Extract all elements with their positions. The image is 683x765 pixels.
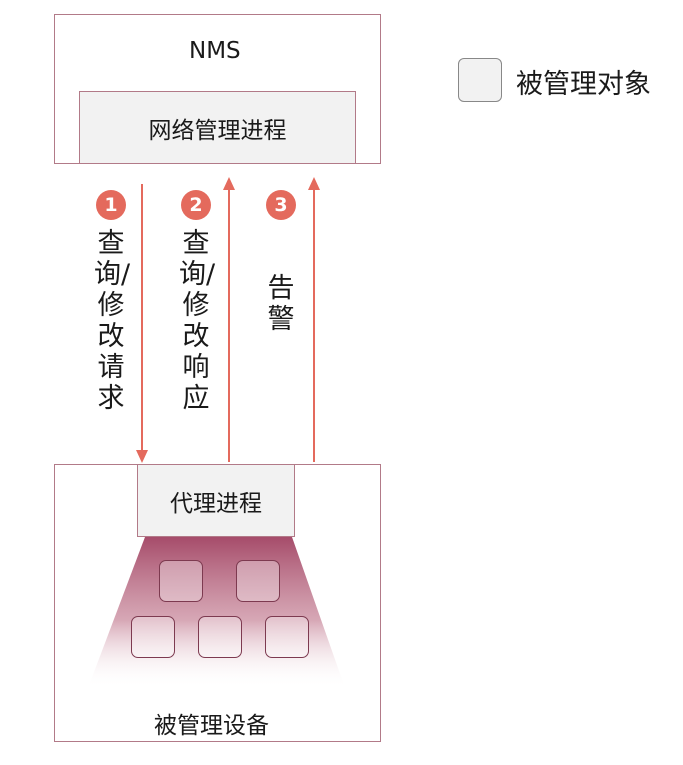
legend-managed-object-swatch <box>458 58 502 102</box>
legend-managed-object-label: 被管理对象 <box>516 69 651 100</box>
arrow-1-head <box>136 450 148 463</box>
step-2-badge: 2 <box>181 190 211 220</box>
step-3-badge: 3 <box>266 190 296 220</box>
nms-title: NMS <box>189 38 241 64</box>
managed-object <box>131 616 175 658</box>
message-1-text: 查询/修改请求 <box>94 228 131 414</box>
message-2-text: 查询/修改响应 <box>179 228 216 414</box>
agent-objects-funnel <box>88 537 345 688</box>
managed-device-title: 被管理设备 <box>154 713 269 739</box>
arrow-2-head <box>223 177 235 190</box>
step-1-badge: 1 <box>96 190 126 220</box>
arrow-3-head <box>308 177 320 190</box>
agent-process-label: 代理进程 <box>170 490 262 517</box>
agent-process-box: 代理进程 <box>137 464 295 537</box>
nms-process-label: 网络管理进程 <box>148 117 287 144</box>
managed-object <box>236 560 280 602</box>
message-3-text: 告警 <box>267 273 295 335</box>
managed-object <box>159 560 203 602</box>
managed-object <box>198 616 242 658</box>
managed-object <box>265 616 309 658</box>
nms-process-box: 网络管理进程 <box>79 91 356 164</box>
